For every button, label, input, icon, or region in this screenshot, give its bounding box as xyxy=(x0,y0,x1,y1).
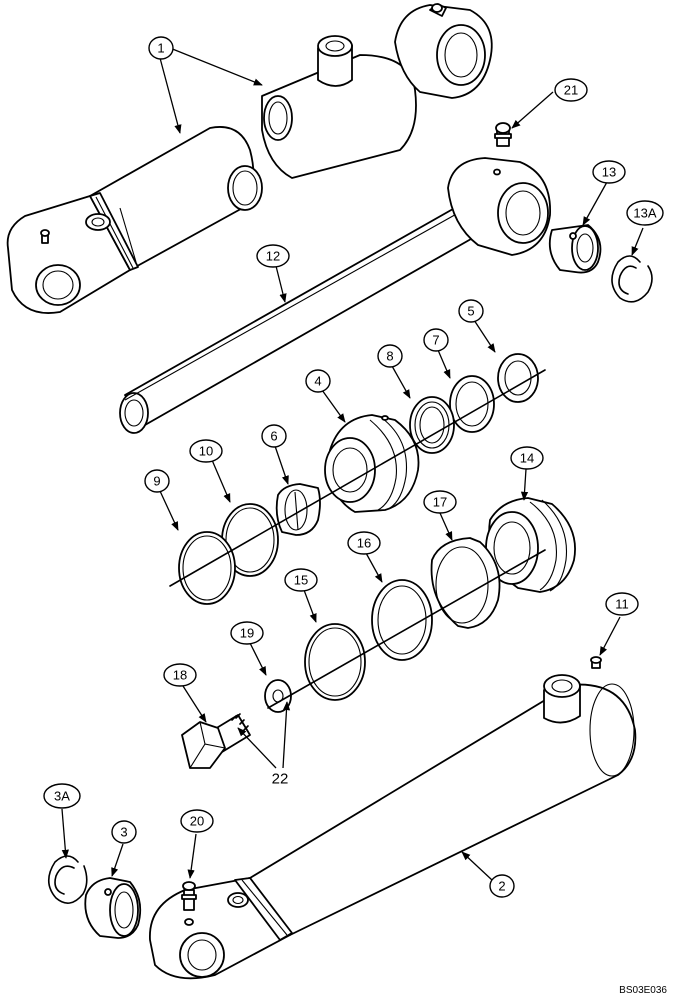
callout-8: 8 xyxy=(377,344,403,368)
bushing-upper xyxy=(548,224,602,274)
wear-ring-5 xyxy=(497,353,539,403)
callout-3a-label: 3A xyxy=(54,789,70,804)
piston-4 xyxy=(324,414,420,513)
callout-20-label: 20 xyxy=(190,814,204,829)
callout-5: 5 xyxy=(458,299,484,323)
callout-14-label: 14 xyxy=(520,451,534,466)
bolt-18 xyxy=(181,713,251,769)
callout-18-label: 18 xyxy=(173,668,187,683)
callout-4-label: 4 xyxy=(314,374,321,389)
gland-14 xyxy=(485,497,576,593)
seal-ring-8 xyxy=(409,396,455,454)
callout-8-label: 8 xyxy=(386,349,393,364)
callout-12-label: 12 xyxy=(266,249,280,264)
callout-3: 3 xyxy=(111,820,137,844)
snap-ring-lower xyxy=(47,855,88,904)
callout-10: 10 xyxy=(189,439,223,463)
callout-18: 18 xyxy=(163,663,197,687)
callout-17: 17 xyxy=(423,490,457,514)
grease-fitting-11 xyxy=(590,656,602,669)
callout-22: 22 xyxy=(272,771,289,788)
callout-14: 14 xyxy=(510,446,544,470)
snap-ring-upper xyxy=(611,255,653,303)
grease-fitting-20 xyxy=(181,881,197,926)
callout-6-label: 6 xyxy=(270,429,277,444)
callout-19-label: 19 xyxy=(240,626,254,641)
callout-5-label: 5 xyxy=(467,304,474,319)
seal-ring-15 xyxy=(304,623,366,701)
callout-1-label: 1 xyxy=(157,41,164,56)
callout-1: 1 xyxy=(148,36,174,60)
callout-13: 13 xyxy=(592,160,626,184)
callout-11-label: 11 xyxy=(615,597,629,612)
callout-3a: 3A xyxy=(43,783,81,809)
wiper-seal-17 xyxy=(430,537,501,629)
leader-lines xyxy=(61,47,644,881)
callout-6: 6 xyxy=(261,424,287,448)
callout-22-label: 22 xyxy=(272,771,289,788)
bushing-lower xyxy=(84,877,142,939)
barrel-lower xyxy=(149,674,637,980)
callout-9-label: 9 xyxy=(153,474,160,489)
callout-13-label: 13 xyxy=(602,165,616,180)
centerline-upper xyxy=(169,369,546,587)
seal-ring-9 xyxy=(178,531,236,605)
callout-9: 9 xyxy=(144,469,170,493)
centerline-lower xyxy=(267,549,546,709)
callout-13a: 13A xyxy=(626,200,664,226)
callout-12: 12 xyxy=(256,244,290,268)
callout-20: 20 xyxy=(180,809,214,833)
callout-16: 16 xyxy=(347,531,381,555)
callout-21-label: 21 xyxy=(564,83,578,98)
grease-fitting-upper xyxy=(494,122,512,147)
callout-4: 4 xyxy=(305,369,331,393)
callout-19: 19 xyxy=(230,621,264,645)
barrel-upper-assembly xyxy=(6,3,493,314)
callout-15-label: 15 xyxy=(294,573,308,588)
callout-16-label: 16 xyxy=(357,536,371,551)
callout-17-label: 17 xyxy=(433,495,447,510)
callout-13a-label: 13A xyxy=(633,206,656,221)
callout-7-label: 7 xyxy=(432,333,439,348)
callout-7: 7 xyxy=(423,328,449,352)
spacer-6 xyxy=(275,483,321,536)
callout-21: 21 xyxy=(554,78,588,102)
callout-2-label: 2 xyxy=(498,879,505,894)
piston-rod xyxy=(119,157,551,434)
drawing-reference: BS03E036 xyxy=(619,985,667,996)
callout-3-label: 3 xyxy=(120,825,127,840)
callout-11: 11 xyxy=(605,592,639,616)
callout-15: 15 xyxy=(284,568,318,592)
callout-10-label: 10 xyxy=(199,444,213,459)
callout-2: 2 xyxy=(489,874,515,898)
